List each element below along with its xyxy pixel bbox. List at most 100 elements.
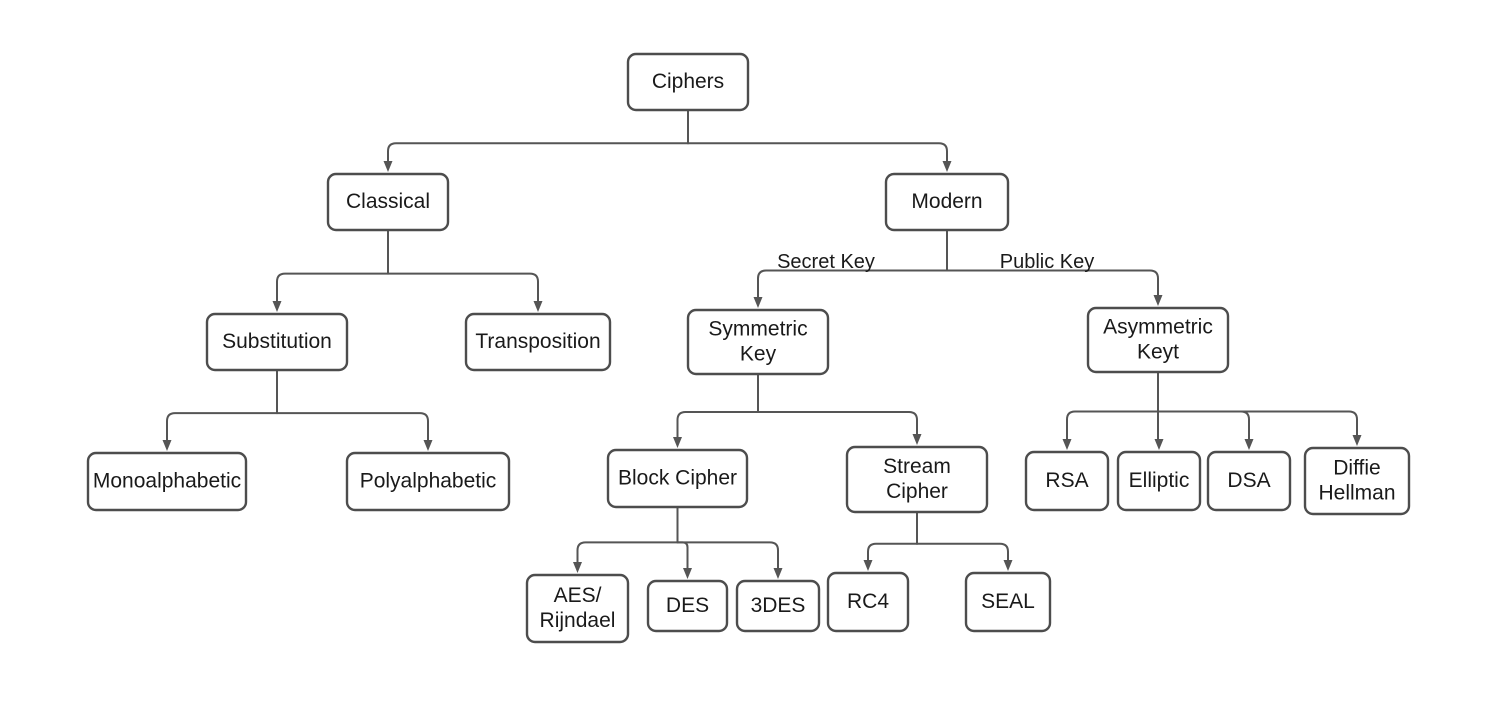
node-box-elliptic[interactable] [1116,450,1202,512]
arrowhead-symmetric-block [673,437,682,448]
node-box-substitution[interactable] [205,312,349,372]
node-box-dsa[interactable] [1206,450,1292,512]
node-box-rsa[interactable] [1024,450,1110,512]
node-substitution[interactable]: Substitution [205,312,349,372]
node-box-modern[interactable] [884,172,1010,232]
node-label-line: SEAL [981,590,1035,613]
node-box-asymmetric[interactable] [1086,306,1230,374]
arrowhead-substitution-mono [162,440,172,451]
node-dsa[interactable]: DSA [1206,450,1292,512]
arrowhead-asymmetric-diffie [1352,435,1362,446]
node-label-line: Keyt [1137,340,1179,363]
node-label-line: Stream [883,455,951,478]
edge-asymmetric-dsa [1157,410,1250,440]
node-label-rsa: RSA [1045,469,1088,492]
node-label-line: Asymmetric [1103,315,1213,338]
node-box-3des[interactable] [735,579,821,633]
arrowhead-modern-asymmetric [1153,295,1163,306]
node-box-classical[interactable] [326,172,450,232]
edge-block-aes [576,541,679,563]
arrowhead-asymmetric-rsa [1062,439,1072,450]
node-polyalphabetic[interactable]: Polyalphabetic [345,451,511,512]
node-label-line: Polyalphabetic [360,469,497,492]
node-classical[interactable]: Classical [326,172,450,232]
node-des[interactable]: DES [646,579,729,633]
edge-ciphers-classical [387,142,689,162]
node-box-rc4[interactable] [826,571,910,633]
node-label-line: Diffie [1333,456,1380,479]
node-label-line: Rijndael [540,609,616,632]
node-label-line: DES [666,594,709,617]
node-seal[interactable]: SEAL [964,571,1052,633]
edge-asymmetric-diffie [1157,410,1358,436]
node-label-elliptic: Elliptic [1129,469,1190,492]
node-label-rc4: RC4 [847,590,889,613]
arrowhead-substitution-poly [423,440,433,451]
node-label-line: Transposition [475,330,600,353]
public-key-label: Public Key [1000,251,1095,273]
node-label-classical: Classical [346,190,430,213]
node-3des[interactable]: 3DES [735,579,821,633]
node-transposition[interactable]: Transposition [464,312,612,372]
arrowhead-asymmetric-elliptic [1154,439,1164,450]
arrowhead-stream-rc4 [863,560,873,571]
edge-block-des [676,541,689,569]
arrowhead-classical-transposition [533,301,543,312]
node-box-aes-rijndael[interactable] [525,573,630,644]
arrowhead-ciphers-modern [942,161,952,172]
node-label-line: Substitution [222,330,332,353]
node-rsa[interactable]: RSA [1024,450,1110,512]
node-label-dsa: DSA [1227,469,1270,492]
arrowhead-block-3des [773,568,783,579]
edge-classical-substitution [276,272,389,302]
node-label-line: RC4 [847,590,889,613]
node-elliptic[interactable]: Elliptic [1116,450,1202,512]
secret-key-label: Secret Key [777,251,875,273]
arrowhead-ciphers-classical [383,161,393,172]
node-block-cipher[interactable]: Block Cipher [606,448,749,509]
node-label-substitution: Substitution [222,330,332,353]
arrowhead-block-aes [573,562,582,573]
node-ciphers[interactable]: Ciphers [626,52,750,112]
node-rc4[interactable]: RC4 [826,571,910,633]
edge-block-3des [676,541,779,569]
node-box-diffie-hellman[interactable] [1303,446,1411,516]
node-monoalphabetic[interactable]: Monoalphabetic [86,451,248,512]
node-label-block-cipher: Block Cipher [618,466,737,489]
node-box-des[interactable] [646,579,729,633]
node-label-line: Cipher [886,480,948,503]
edge-modern-symmetric [757,269,948,298]
node-box-block-cipher[interactable] [606,448,749,509]
node-box-ciphers[interactable] [626,52,750,112]
node-box-monoalphabetic[interactable] [86,451,248,512]
node-label-transposition: Transposition [475,330,600,353]
arrowhead-classical-substitution [272,301,282,312]
arrowhead-block-des [683,568,692,579]
node-label-line: Monoalphabetic [93,469,241,492]
edge-modern-asymmetric [946,269,1159,296]
arrowhead-modern-symmetric [753,297,763,308]
node-aes-rijndael[interactable]: AES/Rijndael [525,573,630,644]
node-box-polyalphabetic[interactable] [345,451,511,512]
edge-stream-rc4 [867,542,918,561]
node-modern[interactable]: Modern [884,172,1010,232]
node-label-line: Key [740,342,777,365]
edge-substitution-mono [166,412,278,441]
node-label-line: Classical [346,190,430,213]
node-box-symmetric[interactable] [686,308,830,376]
node-box-seal[interactable] [964,571,1052,633]
node-label-3des: 3DES [751,594,806,617]
node-box-stream-cipher[interactable] [845,445,989,514]
node-label-line: 3DES [751,594,806,617]
node-box-transposition[interactable] [464,312,612,372]
